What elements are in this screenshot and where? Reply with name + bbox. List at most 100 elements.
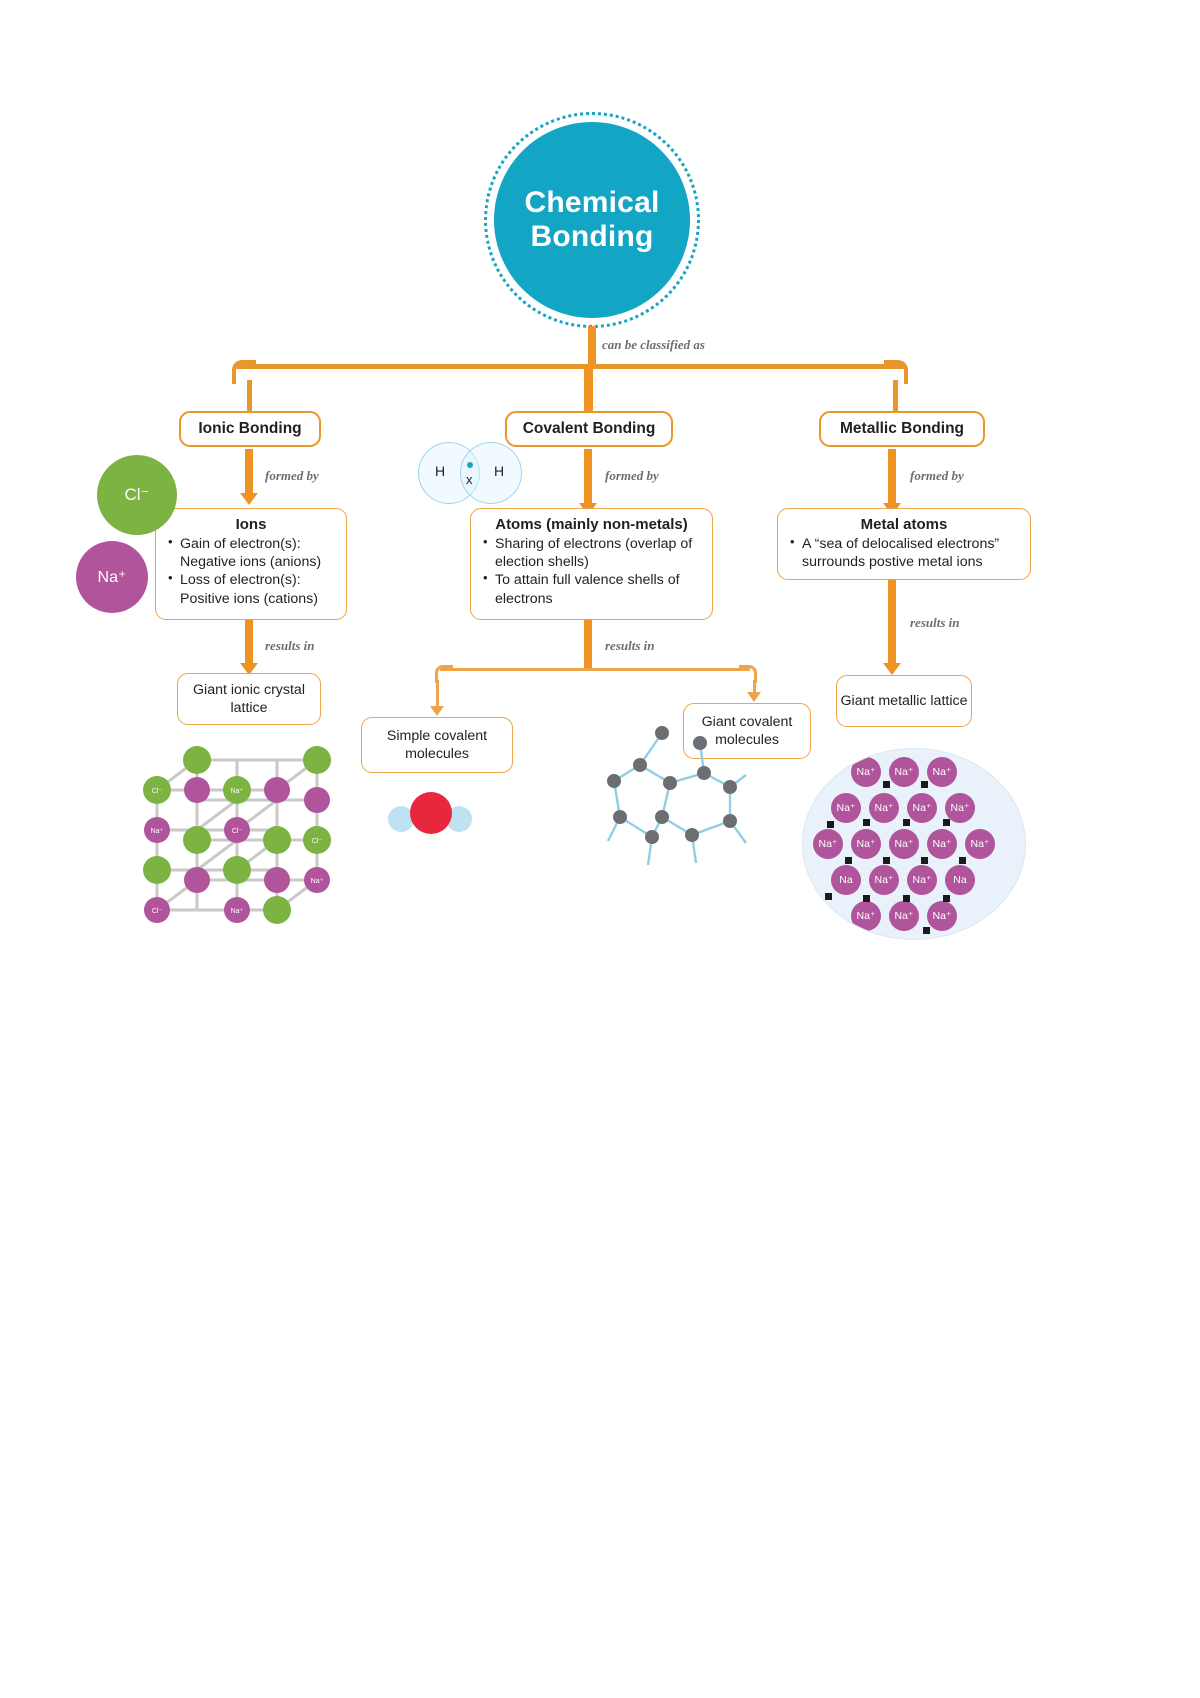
drop-line-covalent [584,366,593,428]
result-label: Giant metallic lattice [840,692,968,709]
metal-ion: Na⁺ [907,793,937,823]
node-ionic-bonding[interactable]: Ionic Bonding [179,411,321,447]
list-item: Loss of electron(s): Positive ions (cati… [166,570,336,607]
delocalised-electron [883,781,890,788]
metal-ion: Na⁺ [831,793,861,823]
list-item: Gain of electron(s): Negative ions (anio… [166,534,336,571]
node-covalent-bonding[interactable]: Covalent Bonding [505,411,673,447]
result-label: Simple covalent molecules [386,727,488,762]
metal-ion: Na⁺ [869,793,899,823]
edge-label-classified-as: can be classified as [602,337,705,352]
edge-label-covalent-formed-by: formed by [605,468,659,483]
detail-ions-bullets: Gain of electron(s): Negative ions (anio… [166,534,336,608]
node-metallic-bonding[interactable]: Metallic Bonding [819,411,985,447]
node-ionic-bonding-label: Ionic Bonding [198,419,302,437]
detail-metal-atoms-heading: Metal atoms [860,516,948,533]
node-covalent-bonding-label: Covalent Bonding [522,419,656,437]
delocalised-electron [845,857,852,864]
hydrogen-label-left: H [435,463,446,479]
detail-ions-heading: Ions [235,516,267,533]
svg-text:Cl⁻: Cl⁻ [152,788,163,795]
detail-metal-atoms-bullets: A “sea of delocalised electrons” surroun… [788,534,1020,571]
svg-text:Na⁺: Na⁺ [231,908,244,915]
metal-ion: Na⁺ [889,829,919,859]
svg-text:Na⁺: Na⁺ [151,828,164,835]
list-item: Sharing of electrons (overlap of electio… [481,534,702,571]
metal-ion: Na⁺ [851,829,881,859]
svg-text:Na⁺: Na⁺ [311,878,324,885]
oxygen-atom [410,792,452,834]
covalent-split-corner-right [739,665,757,683]
edge-label-covalent-results-in: results in [605,638,655,653]
detail-atoms-bullets: Sharing of electrons (overlap of electio… [481,534,702,608]
delocalised-electron [943,895,950,902]
result-label: Giant covalent molecules [701,713,793,748]
giant-covalent-network-illustration [600,725,755,870]
delocalised-electron [943,819,950,826]
metal-ion: Na⁺ [945,793,975,823]
result-box-simple-covalent[interactable]: Simple covalent molecules [361,717,513,773]
drop-line-giant-covalent [753,680,756,694]
svg-text:Cl⁻: Cl⁻ [312,838,323,845]
node-metallic-bonding-label: Metallic Bonding [840,419,964,437]
delocalised-electron [923,927,930,934]
arrow-metallic-results-in [883,663,901,675]
delocalised-electron [847,927,854,934]
detail-box-atoms[interactable]: Atoms (mainly non-metals) Sharing of ele… [470,508,713,620]
connector-metallic-formed-by [888,449,896,505]
delocalised-electron [825,893,832,900]
hydrogen-atom-left [388,806,414,832]
delocalised-electron [959,857,966,864]
arrow-ionic-results-in [240,663,258,675]
chloride-ion-sphere: Cl⁻ [97,455,177,535]
covalent-split-corner-left [435,665,453,683]
result-box-giant-covalent[interactable]: Giant covalent molecules [683,703,811,759]
shared-electron-dot [467,462,473,468]
delocalised-electron [863,819,870,826]
arrow-simple-covalent [430,706,444,716]
metal-ion: Na⁺ [889,757,919,787]
arrow-giant-covalent [747,692,761,702]
drop-line-simple-covalent [436,680,439,708]
delocalised-electron [827,821,834,828]
sodium-ion-label: Na⁺ [97,569,127,586]
shared-electron-cross-label: x [466,472,473,487]
hydrogen-shell-right [460,442,522,504]
connector-covalent-results-in [584,620,592,670]
detail-box-metal-atoms[interactable]: Metal atoms A “sea of delocalised electr… [777,508,1031,580]
edge-label-metallic-formed-by: formed by [910,468,964,483]
connector-covalent-formed-by [584,449,592,505]
metal-ion: Na⁺ [813,829,843,859]
detail-box-ions[interactable]: Ions Gain of electron(s): Negative ions … [155,508,347,620]
distributor-corner-right [884,360,908,384]
delocalised-electron [921,857,928,864]
metal-ion: Na⁺ [851,757,881,787]
sodium-ion-sphere: Na⁺ [76,541,148,613]
distributor-corner-left [232,360,256,384]
branch-distributor-line [236,364,904,369]
list-item: A “sea of delocalised electrons” surroun… [788,534,1020,571]
trunk-line-main [588,326,596,368]
list-item: To attain full valence shells of electro… [481,570,702,607]
delocalised-electron [903,895,910,902]
delocalised-electron [863,895,870,902]
svg-text:Cl⁻: Cl⁻ [152,908,163,915]
metal-ion: Na⁺ [927,829,957,859]
metal-ion: Na⁺ [907,865,937,895]
metal-ion: Na [945,865,975,895]
delocalised-electron [903,819,910,826]
result-box-giant-ionic-lattice[interactable]: Giant ionic crystal lattice [177,673,321,725]
edge-label-metallic-results-in: results in [910,615,960,630]
covalent-split-line [440,668,750,671]
electron-sea-illustration: Na⁺ Na⁺ Na⁺ Na⁺ Na⁺ Na⁺ Na⁺ Na⁺ Na⁺ Na⁺ … [802,748,1026,940]
metal-ion: Na⁺ [927,901,957,931]
detail-atoms-heading: Atoms (mainly non-metals) [495,516,688,533]
result-box-giant-metallic-lattice[interactable]: Giant metallic lattice [836,675,972,727]
metal-ion: Na⁺ [869,865,899,895]
svg-text:Cl⁻: Cl⁻ [232,828,243,835]
metal-ion: Na⁺ [851,901,881,931]
metal-ion: Na [831,865,861,895]
metal-ion: Na⁺ [965,829,995,859]
result-label: Giant ionic crystal lattice [193,681,305,716]
